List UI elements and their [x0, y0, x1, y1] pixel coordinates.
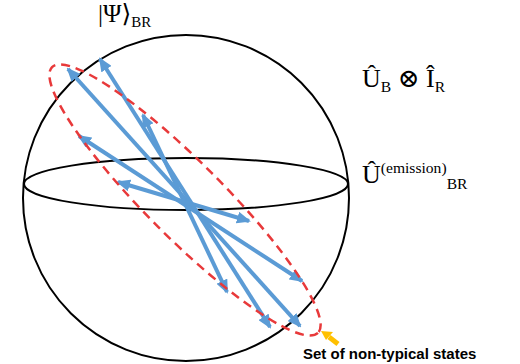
- annotation-text: Set of non-typical states: [303, 346, 476, 361]
- label-part: Û: [362, 160, 381, 189]
- subscript: R: [435, 78, 445, 95]
- superscript: (emission): [381, 159, 447, 176]
- operator-label: Û(emission)BR: [362, 160, 467, 191]
- pointer-head: [321, 331, 333, 340]
- state-vector: [118, 182, 249, 221]
- label-part: ⊗ Î: [391, 64, 434, 93]
- pointer-shaft: [329, 337, 338, 344]
- non-typical-set-ellipse: [25, 40, 345, 360]
- subscript: BR: [447, 175, 468, 192]
- state-vectors: [68, 59, 302, 327]
- state-vector: [68, 69, 300, 326]
- label-part: Û: [362, 64, 381, 93]
- sphere-outline: [23, 35, 349, 361]
- subscript: BR: [131, 14, 151, 30]
- state-label: |Ψ⟩BR: [98, 1, 151, 30]
- label-part: |Ψ⟩: [98, 0, 131, 27]
- label-part: Set of non-typical states: [303, 345, 476, 362]
- operator-label: ÛB ⊗ ÎR: [362, 66, 445, 95]
- subscript: B: [381, 78, 391, 95]
- pointer-arrow: [321, 331, 338, 344]
